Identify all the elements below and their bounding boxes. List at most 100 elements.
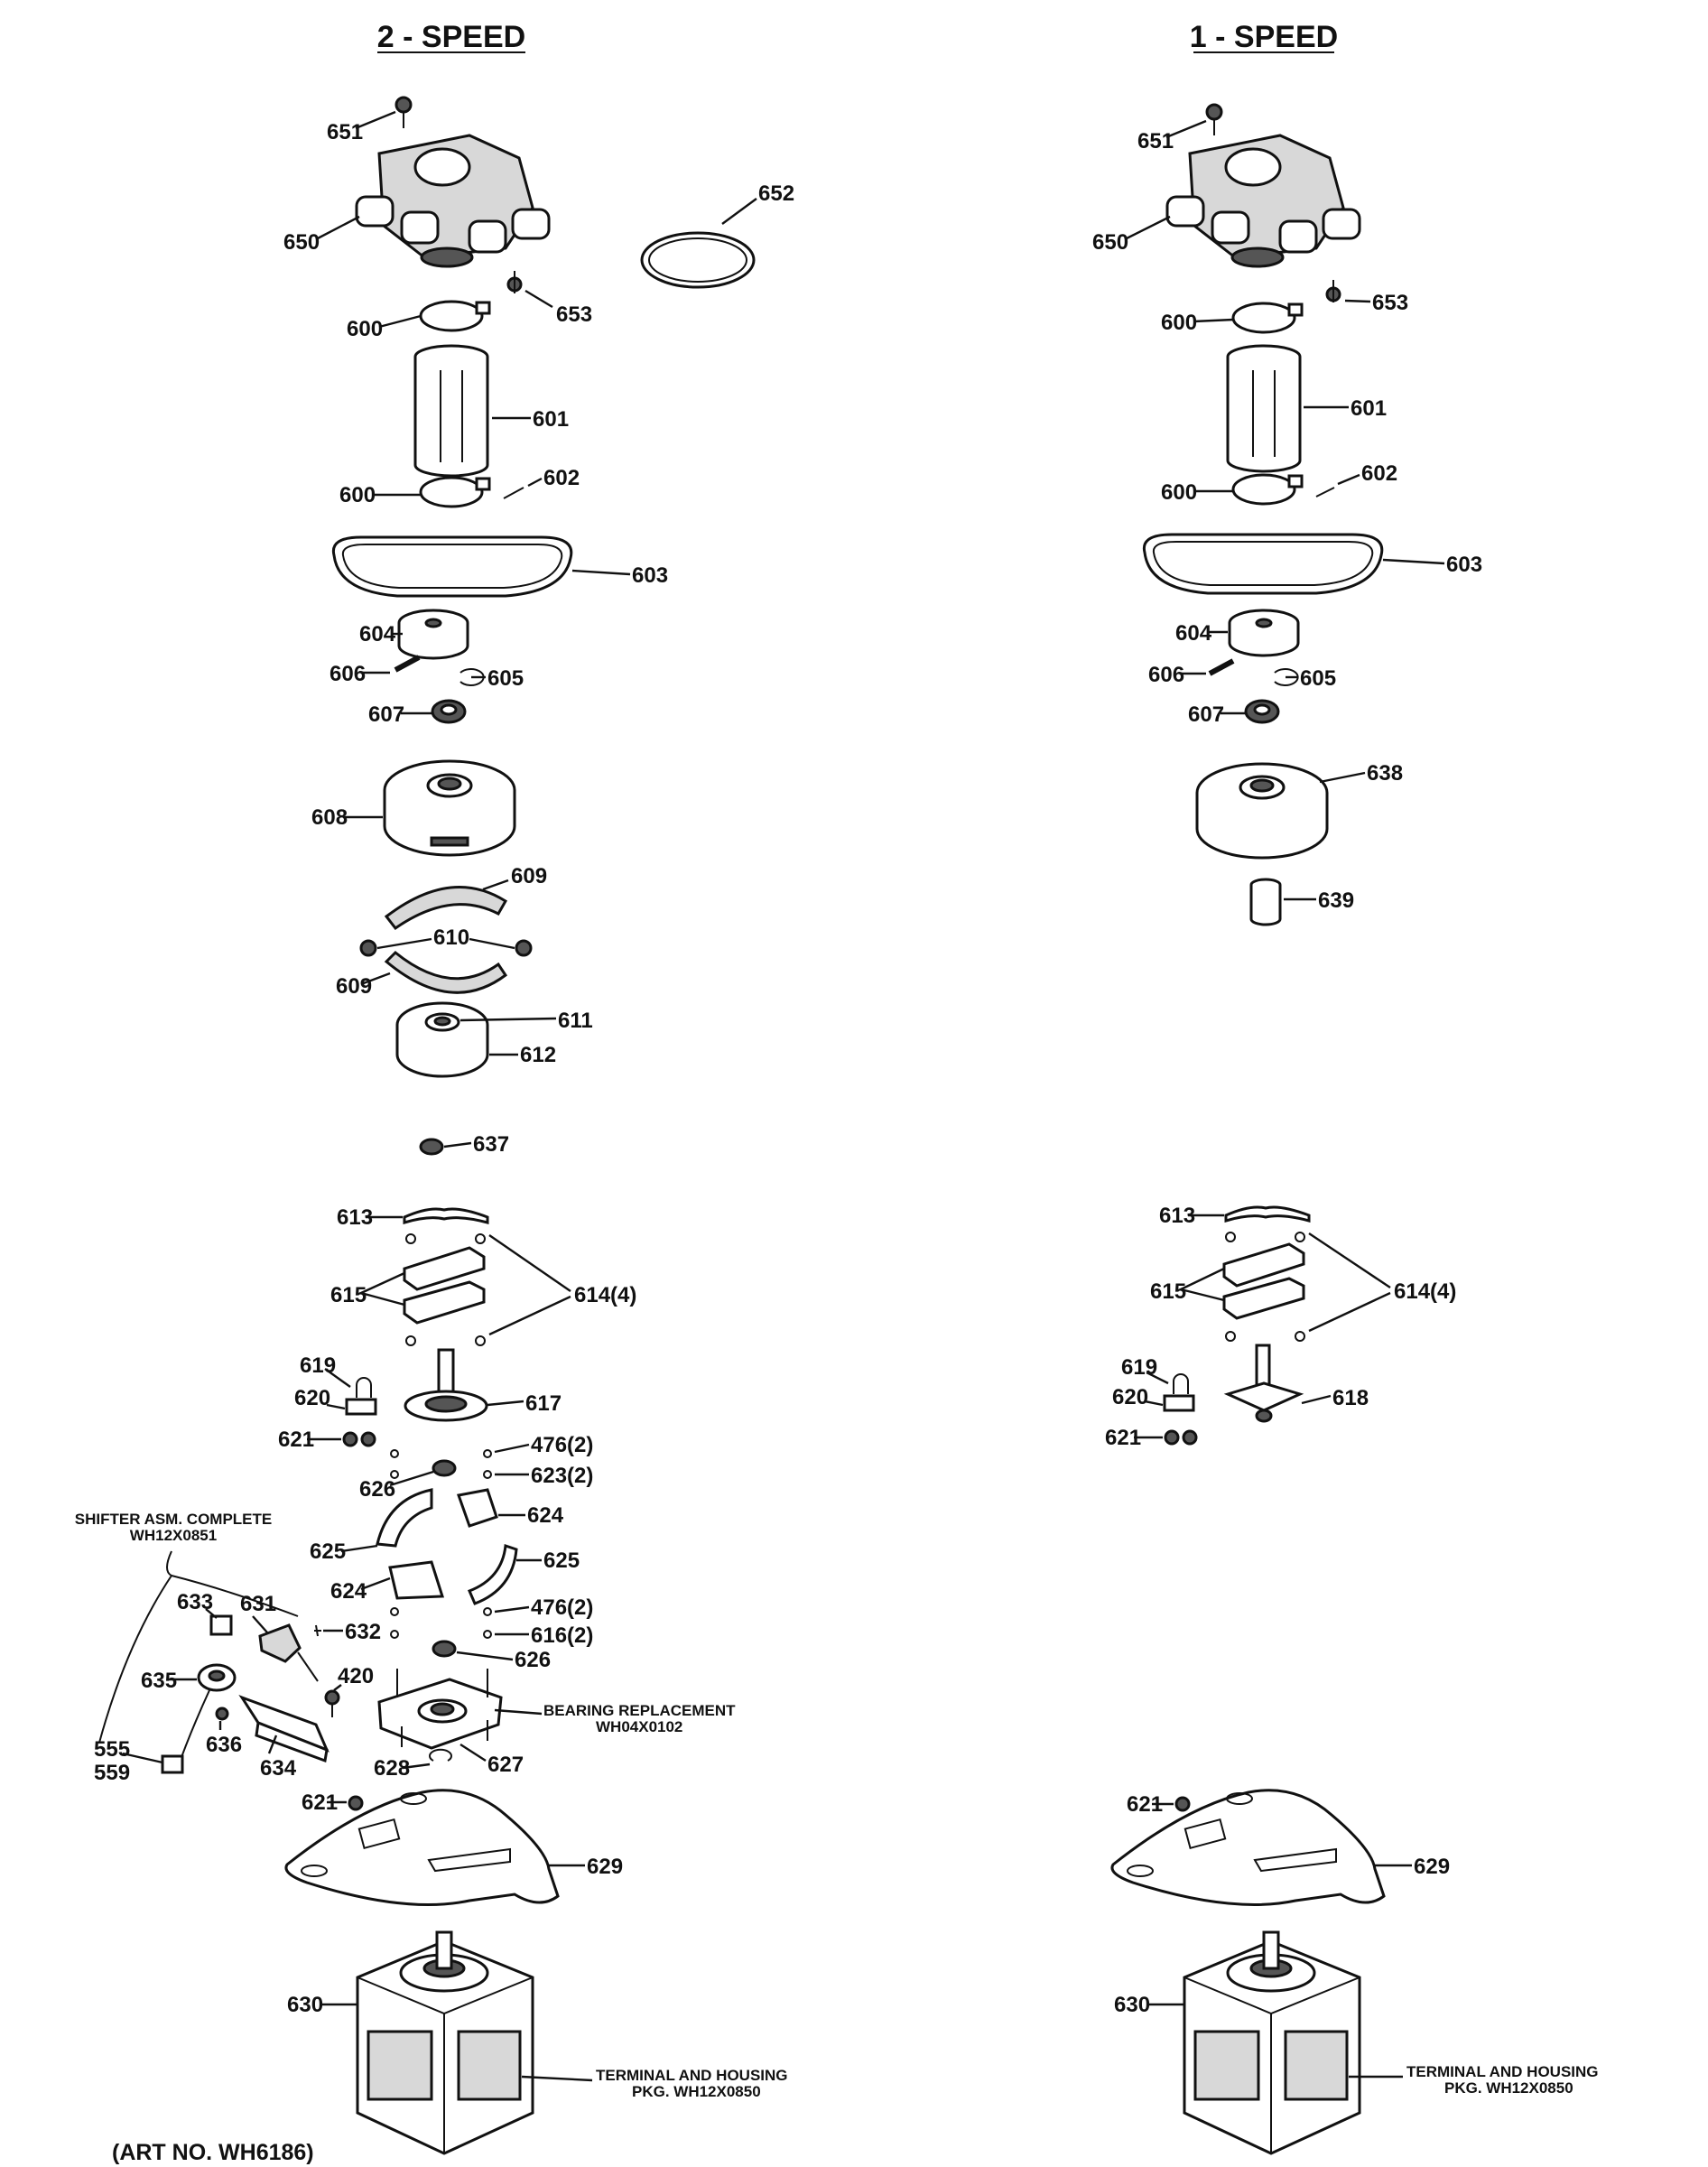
label-612: 612 [520,1043,556,1067]
right-label-604: 604 [1175,621,1212,646]
label-608: 608 [311,805,348,830]
right-part-600-clamp-bottom [1231,473,1304,506]
right-label-600-top: 600 [1161,311,1197,335]
part-602-screw [503,487,524,499]
part-636-clip [215,1707,229,1721]
right-part-653-screw [1325,280,1341,302]
label-621-upper: 621 [278,1428,314,1452]
label-628: 628 [374,1756,410,1781]
right-part-615-blocks [1222,1242,1305,1320]
part-600-clamp-top [419,300,491,332]
label-635: 635 [141,1669,177,1693]
part-620-plate [345,1398,377,1416]
label-623: 623(2) [531,1464,593,1488]
right-part-651-screw [1205,103,1223,135]
part-619-u-bolt [356,1377,372,1398]
right-label-639: 639 [1318,888,1354,913]
right-label-653: 653 [1372,291,1408,315]
right-label-638: 638 [1367,761,1403,786]
part-612-hub [395,1001,489,1078]
part-476-top [390,1449,492,1458]
right-part-621-nut-lower [1174,1796,1191,1812]
part-613-plate [403,1207,489,1225]
right-label-607: 607 [1188,702,1224,727]
label-476-bottom: 476(2) [531,1595,593,1620]
part-626-top [432,1459,457,1477]
label-619: 619 [300,1353,336,1378]
right-part-606-pin [1208,658,1235,676]
label-609-bottom: 609 [336,974,372,999]
right-part-639-spacer [1249,878,1282,926]
label-609-top: 609 [511,864,547,888]
label-629: 629 [587,1855,623,1879]
label-614: 614(4) [574,1283,636,1307]
label-602: 602 [543,466,580,490]
label-607: 607 [368,702,404,727]
left-assembly: 651 650 652 653 600 [75,96,794,2155]
right-part-620-plate [1163,1394,1195,1412]
right-part-630-motor [1183,1930,1361,2155]
title-2-speed: 2 - SPEED [377,20,525,54]
shifter-bracket-top [166,1550,299,1617]
right-label-619: 619 [1121,1355,1157,1380]
part-614-washers [405,1233,486,1346]
label-559: 559 [94,1761,130,1785]
part-623-washers [390,1470,492,1479]
part-637-nut [419,1138,444,1156]
label-605: 605 [487,666,524,691]
right-part-650-pump [1165,134,1361,268]
note-bearing-line1: BEARING REPLACEMENT [543,1702,736,1719]
art-number: (ART NO. WH6186) [112,2140,314,2165]
label-476-top: 476(2) [531,1433,593,1457]
label-626-top: 626 [359,1477,395,1502]
label-616: 616(2) [531,1623,593,1648]
right-part-614-washers [1225,1232,1305,1342]
label-631: 631 [240,1592,276,1616]
part-607-bearing [431,699,467,724]
label-624-top: 624 [527,1503,564,1528]
note-shifter-line2: WH12X0851 [130,1527,217,1544]
note-bearing-line2: WH04X0102 [596,1718,682,1735]
label-603: 603 [632,563,668,588]
right-part-638-drum [1195,762,1329,860]
label-630: 630 [287,1993,323,2017]
part-617-shaft [404,1348,488,1422]
label-626-bottom: 626 [515,1648,551,1672]
right-part-604-hub [1228,609,1300,657]
part-624-625-shoes [376,1488,518,1605]
note-terminal-right-line1: TERMINAL AND HOUSING [1406,2063,1599,2080]
right-part-602-screw [1315,487,1335,498]
label-624-bottom: 624 [330,1579,367,1604]
right-label-603: 603 [1446,553,1482,577]
part-629-base-plate [284,1789,560,1906]
label-606: 606 [330,662,366,686]
part-653-screw [506,271,523,293]
label-555: 555 [94,1737,130,1762]
right-label-629: 629 [1414,1855,1450,1879]
label-625-left: 625 [310,1539,346,1564]
right-part-619-u-bolt [1173,1373,1189,1394]
part-555-559-wires [161,1689,210,1774]
label-636: 636 [206,1733,242,1757]
right-label-618: 618 [1332,1386,1369,1410]
label-621-lower: 621 [302,1790,338,1815]
label-610: 610 [433,925,469,950]
right-label-605: 605 [1300,666,1336,691]
shifter-bracket-bottom [98,1575,172,1744]
label-625-right: 625 [543,1549,580,1573]
title-1-speed: 1 - SPEED [1190,20,1338,54]
part-615-blocks [403,1246,486,1325]
part-609-shoe-bottom [384,950,508,994]
part-635-solenoid [197,1663,237,1692]
label-651: 651 [327,120,363,144]
right-label-601: 601 [1351,396,1387,421]
part-609-shoe-top [384,886,508,931]
part-608-drum [383,759,516,857]
right-part-603-belt [1142,533,1384,595]
label-634: 634 [260,1756,297,1781]
label-600-bottom: 600 [339,483,376,507]
part-631-lever [258,1623,319,1682]
label-604: 604 [359,622,396,646]
part-627-bearing-plate [377,1669,503,1750]
